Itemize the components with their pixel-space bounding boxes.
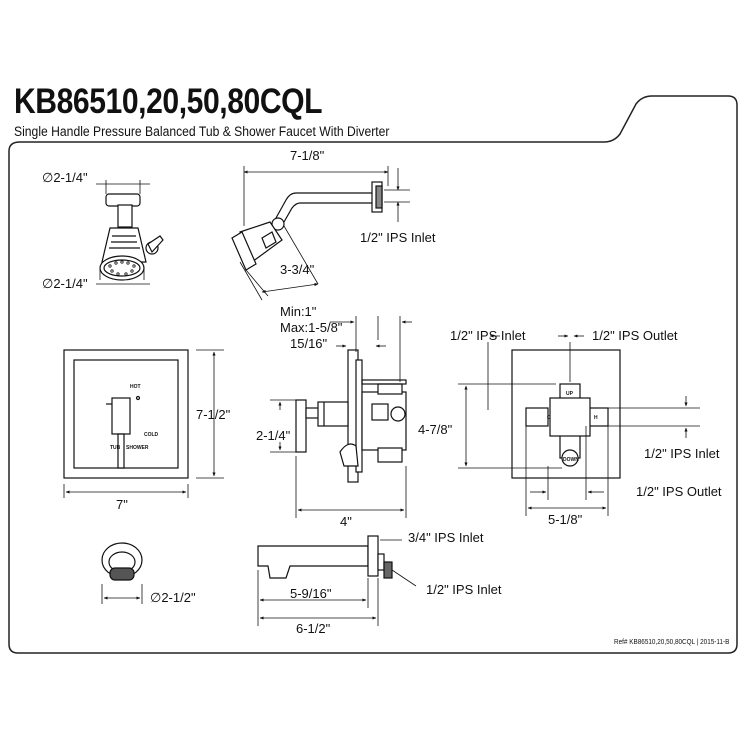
trim-hot-label: HOT — [130, 384, 141, 390]
spout-reach-dimension: 5-9/16" — [290, 586, 332, 601]
back-width-dimension: 5-1/8" — [548, 512, 583, 527]
showerhead-arm-length: 7-1/8" — [290, 148, 325, 163]
back-hot-label: H — [594, 415, 598, 421]
showerhead-drop-dimension: 3-3/4" — [280, 262, 315, 277]
reference-number: Ref# KB86510,20,50,80CQL | 2015-11-B — [614, 637, 730, 646]
product-subtitle: Single Handle Pressure Balanced Tub & Sh… — [14, 124, 390, 139]
trim-shower-label: SHOWER — [126, 445, 149, 451]
valve-handle-height: 2-1/4" — [256, 428, 291, 443]
spout-inlet-34-label: 3/4" IPS Inlet — [408, 530, 484, 545]
tub-spout-side-view — [257, 535, 417, 626]
back-up-label: UP — [566, 391, 574, 397]
valve-width-dimension: 4" — [340, 514, 352, 529]
trim-height-dimension: 7-1/2" — [196, 407, 231, 422]
valve-side-view — [270, 316, 412, 518]
back-down-label: DOWN — [563, 457, 579, 463]
trim-cold-label: COLD — [144, 432, 159, 438]
valve-max-depth: Max:1-5/8" — [280, 320, 343, 335]
back-inlet-right-label: 1/2" IPS Inlet — [644, 446, 720, 461]
trim-tub-label: TUB — [110, 445, 121, 451]
back-inlet-top-label: 1/2" IPS Inlet — [450, 328, 526, 343]
showerhead-inlet-label: 1/2" IPS Inlet — [360, 230, 436, 245]
valve-back-view — [458, 334, 700, 516]
frame-outline — [8, 95, 738, 654]
showerhead-side-view — [231, 166, 410, 301]
back-height-dimension: 4-7/8" — [418, 422, 453, 437]
showerhead-diameter-top: ∅2-1/4" — [42, 170, 88, 185]
showerhead-front-view — [96, 180, 164, 285]
flange-diameter: ∅2-1/2" — [150, 590, 196, 605]
back-outlet-top-label: 1/2" IPS Outlet — [592, 328, 678, 343]
spout-length-dimension: 6-1/2" — [296, 621, 331, 636]
showerhead-diameter-bottom: ∅2-1/4" — [42, 276, 88, 291]
back-cold-label: C — [547, 415, 551, 421]
back-outlet-bottom-label: 1/2" IPS Outlet — [636, 484, 722, 499]
model-number: KB86510,20,50,80CQL — [14, 82, 323, 121]
spout-inlet-12-label: 1/2" IPS Inlet — [426, 582, 502, 597]
trim-plate-front-view — [63, 349, 224, 498]
trim-width-dimension: 7" — [116, 497, 128, 512]
valve-min-depth: Min:1" — [280, 304, 317, 319]
valve-plate-depth: 15/16" — [290, 336, 328, 351]
escutcheon-flange — [101, 542, 143, 604]
